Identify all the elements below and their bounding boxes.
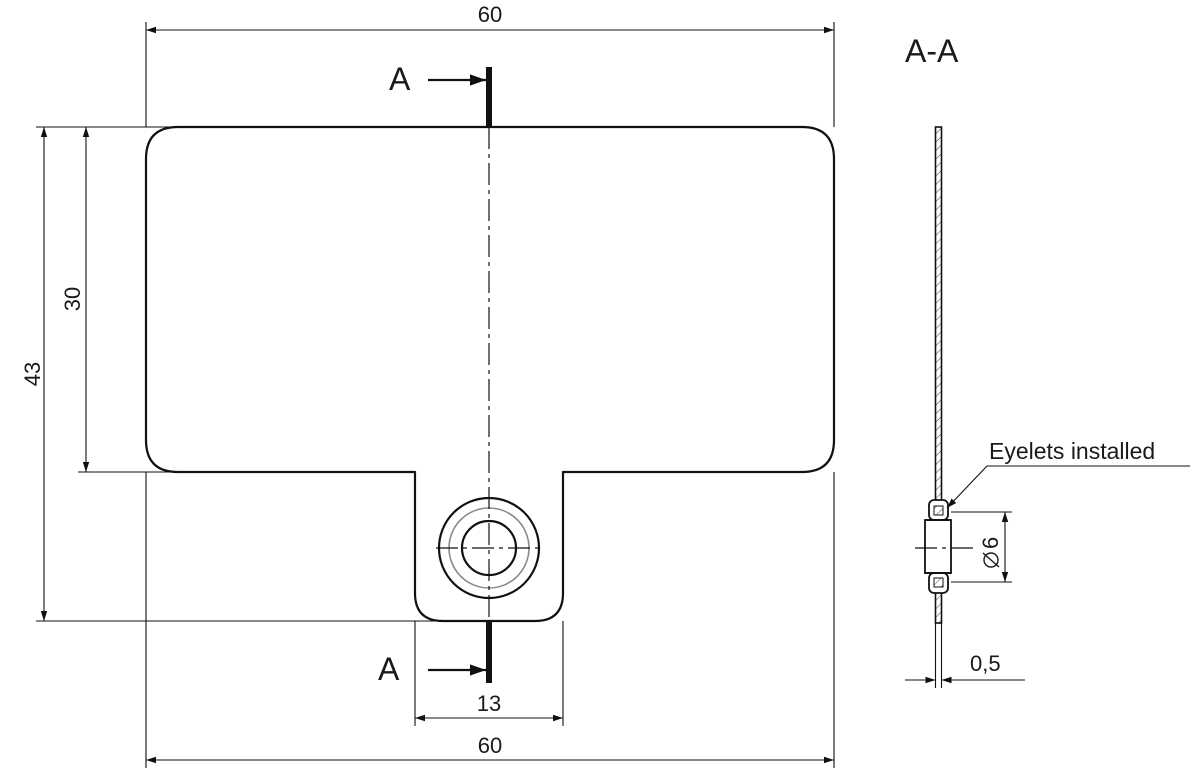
eyelets-note: Eyelets installed: [989, 438, 1155, 464]
section-title: A-A: [905, 33, 959, 69]
section-view: A-A 6 0,5 Eyelet: [905, 33, 1190, 688]
dim-tab-width: 13: [477, 691, 501, 716]
dim-top-width: 60: [478, 2, 502, 27]
dim-diameter: 6: [978, 537, 1003, 568]
dim-label-height: 30: [60, 287, 85, 311]
eyelet-section: [915, 499, 975, 594]
front-view: A A: [144, 61, 836, 687]
dim-total-height: 43: [20, 362, 45, 386]
eyelets-leader: [946, 465, 988, 509]
svg-text:6: 6: [978, 537, 1003, 549]
section-marker-top: A: [389, 61, 411, 97]
dim-bottom-width: 60: [478, 733, 502, 758]
eyelet: [436, 496, 544, 600]
section-sheet: [934, 126, 943, 624]
dimensions: 60 60 13 43 30: [20, 2, 835, 768]
diameter-symbol-icon: [983, 552, 999, 568]
diameter-symbol-slash: [982, 552, 1000, 568]
dim-thickness: 0,5: [970, 651, 1001, 676]
label-outline: [144, 125, 836, 623]
section-marker-bottom: A: [378, 651, 400, 687]
